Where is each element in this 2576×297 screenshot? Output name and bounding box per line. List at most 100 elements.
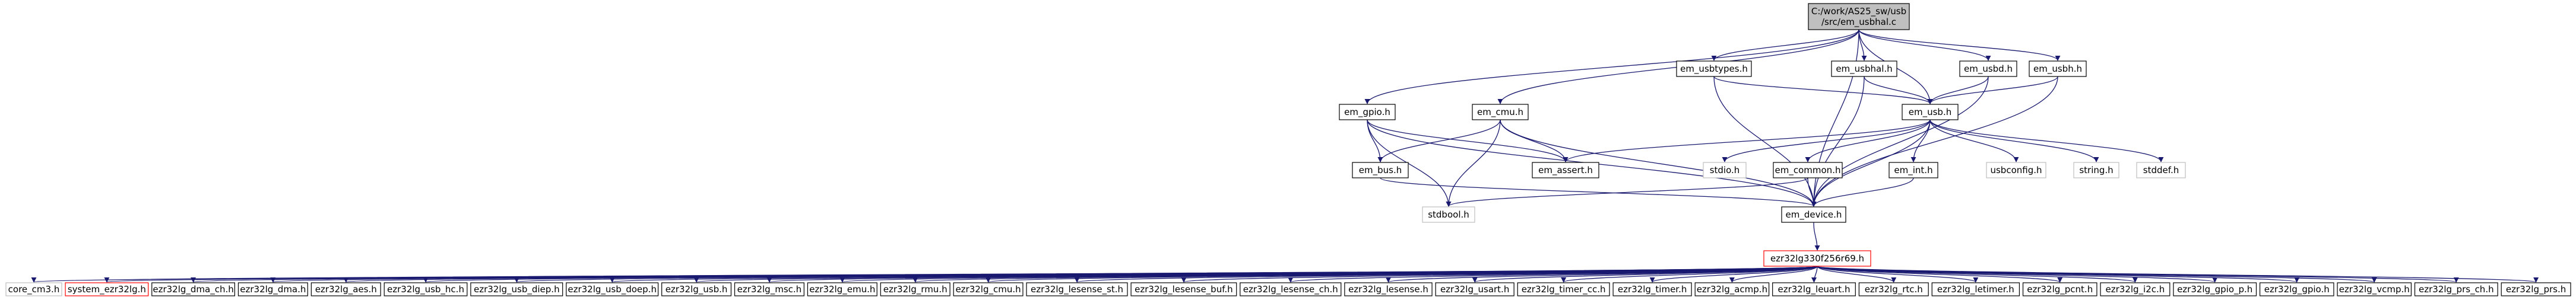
node-efm[interactable]: ezr32lg330f256r69.h [1763, 250, 1871, 267]
node-b18-label-0: ezr32lg_usart.h [1440, 284, 1509, 295]
node-cmu-box [1472, 104, 1529, 120]
edge-efm-to-b19 [1561, 266, 1818, 283]
node-b19[interactable]: ezr32lg_timer_cc.h [1517, 282, 1610, 296]
node-b23[interactable]: ezr32lg_rtc.h [1858, 282, 1929, 296]
node-usbtypes[interactable]: em_usbtypes.h [1676, 60, 1752, 77]
node-usb[interactable]: em_usb.h [1902, 104, 1959, 120]
node-usbh-box [2029, 60, 2087, 77]
edge-efm-to-b24 [1817, 266, 1979, 283]
edge-root-to-gpio [1364, 29, 1859, 104]
node-string[interactable]: string.h [2073, 162, 2119, 178]
node-usbconfig[interactable]: usbconfig.h [1986, 162, 2046, 178]
edge-bus-to-device [1380, 177, 1817, 207]
node-b18-box [1435, 282, 1514, 296]
node-b28[interactable]: ezr32lg_gpio.h [2259, 282, 2334, 296]
node-cmu[interactable]: em_cmu.h [1472, 104, 1529, 120]
node-usbconfig-label-0: usbconfig.h [1990, 165, 2042, 175]
node-common[interactable]: em_common.h [1773, 162, 1843, 178]
node-b23-box [1858, 282, 1929, 296]
node-b26[interactable]: ezr32lg_i2c.h [2100, 282, 2171, 296]
node-stdio-box [1703, 162, 1747, 178]
node-b11-box [807, 282, 877, 296]
node-b18[interactable]: ezr32lg_usart.h [1435, 282, 1514, 296]
node-b05[interactable]: ezr32lg_aes.h [310, 282, 381, 296]
node-b10[interactable]: ezr32lg_msc.h [734, 282, 804, 296]
node-b09[interactable]: ezr32lg_usb.h [661, 282, 732, 296]
node-device[interactable]: em_device.h [1781, 206, 1846, 223]
node-b16[interactable]: ezr32lg_lesense_ch.h [1240, 282, 1342, 296]
edge-usb-to-string [1929, 119, 2099, 162]
edge-efm-to-b22 [1811, 266, 1818, 283]
node-gpio-label-0: em_gpio.h [1344, 107, 1390, 118]
edge-cmu-to-bus [1377, 119, 1501, 162]
node-bus-box [1352, 162, 1409, 178]
node-gpio[interactable]: em_gpio.h [1339, 104, 1396, 120]
node-b06[interactable]: ezr32lg_usb_hc.h [384, 282, 468, 296]
node-b31[interactable]: ezr32lg_prs.h [2501, 282, 2571, 296]
edge-efm-to-b25 [1817, 266, 2062, 283]
node-core_cm3-box [5, 282, 62, 296]
edge-usbtypes-to-device [1713, 76, 1817, 207]
node-b22-label-0: ezr32lg_leuart.h [1777, 284, 1850, 295]
node-stdbool[interactable]: stdbool.h [1422, 206, 1475, 223]
edge-usbh-to-usb [1927, 76, 2058, 104]
node-b13[interactable]: ezr32lg_cmu.h [953, 282, 1024, 296]
node-stddef[interactable]: stddef.h [2136, 162, 2186, 178]
node-b27[interactable]: ezr32lg_gpio_p.h [2173, 282, 2257, 296]
edge-usb-to-common [1805, 119, 1931, 162]
node-string-label-0: string.h [2079, 165, 2113, 175]
node-usbhal[interactable]: em_usbhal.h [1831, 60, 1897, 77]
node-usbh[interactable]: em_usbh.h [2029, 60, 2087, 77]
node-b14[interactable]: ezr32lg_lesense_st.h [1026, 282, 1128, 296]
edge-root-to-usbd [1858, 29, 1991, 61]
node-b31-label-0: ezr32lg_prs.h [2506, 284, 2566, 295]
node-b17[interactable]: ezr32lg_lesense.h [1344, 282, 1433, 296]
node-b03[interactable]: ezr32lg_dma_ch.h [151, 282, 235, 296]
node-usbd[interactable]: em_usbd.h [1959, 60, 2017, 77]
node-b11[interactable]: ezr32lg_emu.h [807, 282, 877, 296]
node-b20[interactable]: ezr32lg_timer.h [1612, 282, 1692, 296]
node-b30[interactable]: ezr32lg_prs_ch.h [2414, 282, 2498, 296]
node-b04[interactable]: ezr32lg_dma.h [237, 282, 308, 296]
node-core_cm3-label-0: core_cm3.h [8, 284, 60, 295]
node-stdio[interactable]: stdio.h [1703, 162, 1747, 178]
node-b12[interactable]: ezr32lg_rmu.h [880, 282, 950, 296]
node-b22[interactable]: ezr32lg_leuart.h [1772, 282, 1856, 296]
node-usbd-box [1959, 60, 2017, 77]
node-root-label-0: C:/work/AS25_sw/usb [1811, 6, 1906, 17]
node-assert[interactable]: em_assert.h [1532, 162, 1599, 178]
node-int[interactable]: em_int.h [1889, 162, 1938, 178]
node-usbh-label-0: em_usbh.h [2033, 63, 2082, 75]
node-b28-label-0: ezr32lg_gpio.h [2264, 284, 2330, 295]
node-b21[interactable]: ezr32lg_acmp.h [1694, 282, 1770, 296]
node-efm-label-0: ezr32lg330f256r69.h [1770, 253, 1864, 264]
node-b08-box [566, 282, 659, 296]
node-b06-label-0: ezr32lg_usb_hc.h [387, 284, 464, 295]
node-b21-label-0: ezr32lg_acmp.h [1697, 284, 1767, 295]
node-b29[interactable]: ezr32lg_vcmp.h [2337, 282, 2412, 296]
node-b24[interactable]: ezr32lg_letimer.h [1931, 282, 2020, 296]
node-b17-box [1344, 282, 1433, 296]
node-b07[interactable]: ezr32lg_usb_diep.h [470, 282, 563, 296]
node-b04-box [237, 282, 308, 296]
node-b26-label-0: ezr32lg_i2c.h [2106, 284, 2165, 295]
node-bus[interactable]: em_bus.h [1352, 162, 1409, 178]
node-system[interactable]: system_ezr32lg.h [65, 282, 149, 296]
node-b25[interactable]: ezr32lg_pcnt.h [2022, 282, 2097, 296]
node-b14-box [1026, 282, 1128, 296]
edge-usbd-to-device [1811, 76, 1989, 207]
node-device-label-0: em_device.h [1786, 209, 1842, 221]
node-b22-box [1772, 282, 1856, 296]
edge-efm-to-b18 [1472, 266, 1818, 283]
node-b08[interactable]: ezr32lg_usb_doep.h [566, 282, 659, 296]
node-b16-box [1240, 282, 1342, 296]
node-core_cm3[interactable]: core_cm3.h [5, 282, 62, 296]
node-b27-box [2173, 282, 2257, 296]
node-b23-label-0: ezr32lg_rtc.h [1865, 284, 1923, 295]
node-b08-label-0: ezr32lg_usb_doep.h [568, 284, 657, 295]
node-efm-box [1763, 250, 1871, 267]
node-stdbool-label-0: stdbool.h [1428, 209, 1469, 220]
node-root-box [1808, 3, 1910, 30]
node-b15[interactable]: ezr32lg_lesense_buf.h [1130, 282, 1237, 296]
